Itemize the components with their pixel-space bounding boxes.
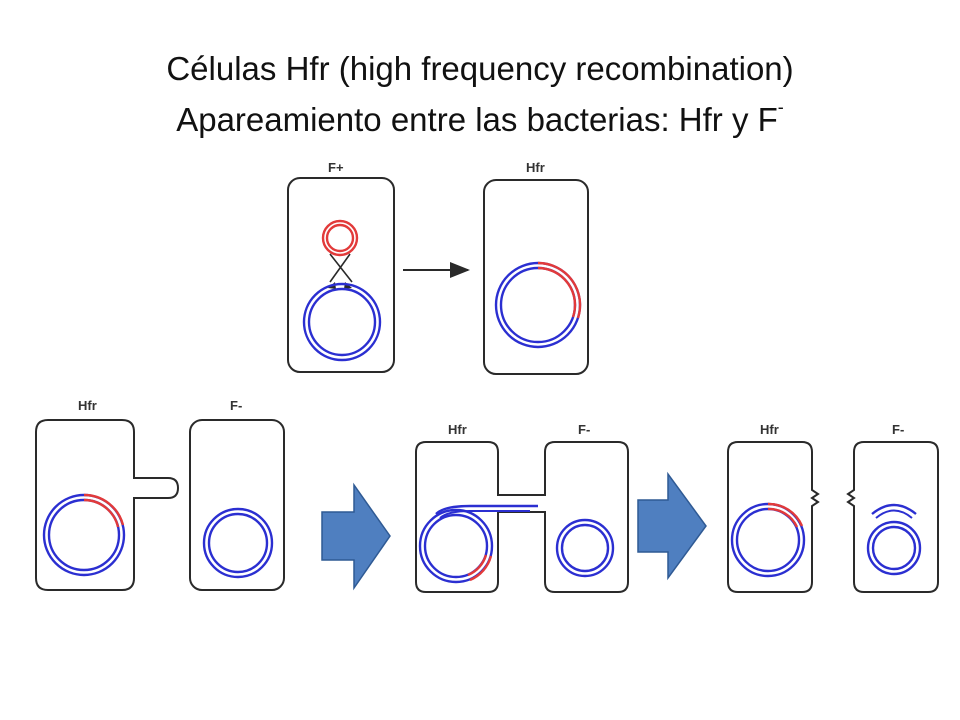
- fminus-cell-step3: [846, 441, 939, 593]
- fminus-cell-step1: [189, 419, 285, 591]
- fminus-chromosome-step2: [555, 518, 615, 578]
- step2-pair-group: Hfr F-: [415, 422, 629, 593]
- hfr-chromosome-step2: [418, 508, 494, 584]
- block-arrow-2: [637, 471, 707, 581]
- fplus-cell-group: F+: [287, 160, 395, 373]
- title-line-1: Células Hfr (high frequency recombinatio…: [166, 50, 794, 87]
- mating-pair-step2: [415, 441, 629, 593]
- title-line-2-text: Apareamiento entre las bacterias: Hfr y …: [176, 101, 778, 138]
- integration-cross: [329, 253, 353, 283]
- hfr-cell-top: [483, 179, 589, 375]
- transferring-dna-strand: [435, 504, 538, 515]
- step1-hfr-group: Hfr: [35, 398, 180, 591]
- transferred-dna-arc-2: [875, 509, 913, 519]
- hfr-chromosome-step3: [730, 502, 806, 578]
- label-hfr-step2: Hfr: [448, 422, 467, 437]
- step3-hfr-group: Hfr: [727, 422, 820, 593]
- fminus-chromosome-step3: [866, 520, 922, 576]
- hfr-chromosome-top: [494, 261, 582, 349]
- title-line-2: Apareamiento entre las bacterias: Hfr y …: [0, 92, 960, 141]
- block-arrow-1: [321, 482, 391, 591]
- label-hfr-step3: Hfr: [760, 422, 779, 437]
- hfr-chromosome-step1: [42, 493, 126, 577]
- transferred-dna-arc: [871, 503, 917, 515]
- hfr-cell-step1: [35, 419, 180, 591]
- label-fminus-step1: F-: [230, 398, 242, 413]
- transferring-dna-strand-2: [439, 510, 530, 519]
- title-superscript: -: [777, 97, 784, 117]
- label-hfr-top: Hfr: [526, 160, 545, 175]
- f-plasmid: [321, 219, 359, 257]
- fplus-cell: [287, 177, 395, 373]
- step1-fminus-group: F-: [189, 398, 285, 591]
- label-hfr-step1: Hfr: [78, 398, 97, 413]
- label-fminus-step2: F-: [578, 422, 590, 437]
- label-fplus: F+: [328, 160, 344, 175]
- hfr-cell-top-group: Hfr: [483, 160, 589, 375]
- label-fminus-step3: F-: [892, 422, 904, 437]
- fminus-chromosome-step1: [202, 507, 274, 579]
- step3-fminus-group: F-: [846, 422, 939, 593]
- fplus-chromosome: [302, 282, 382, 362]
